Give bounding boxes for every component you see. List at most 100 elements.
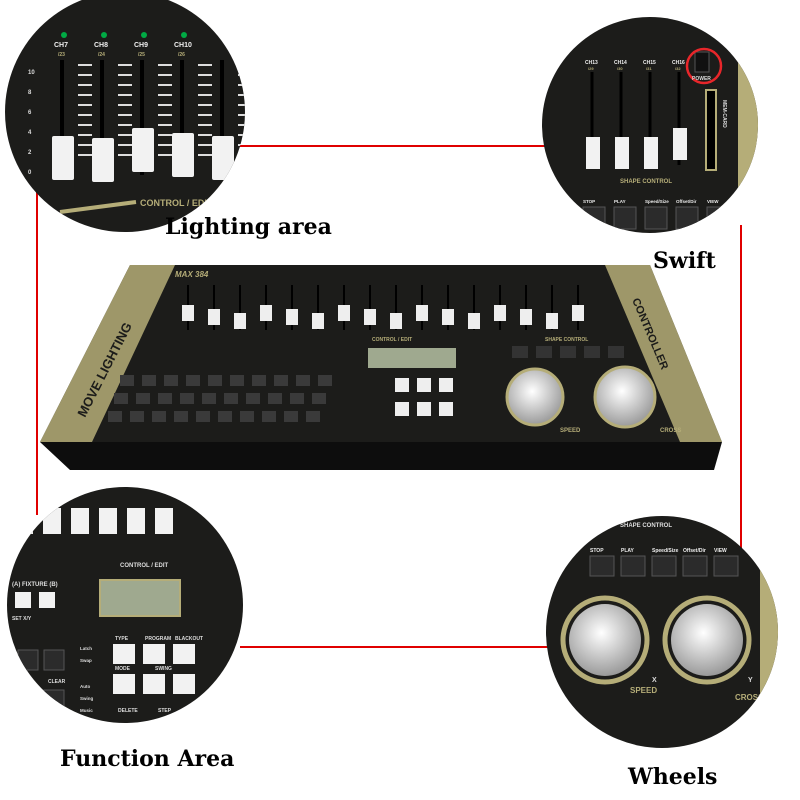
shape-button-1[interactable]: [613, 206, 637, 230]
function-button[interactable]: [143, 644, 165, 664]
console: MAX 384 MOVE LIGHTING CONTROLLER CONTROL…: [40, 265, 722, 470]
fader-knob[interactable]: [132, 128, 154, 172]
fader-knob[interactable]: [71, 508, 89, 534]
fader-knob[interactable]: [673, 128, 687, 160]
number-key[interactable]: [224, 393, 238, 404]
fader-knob[interactable]: [364, 309, 376, 325]
fader-knob[interactable]: [416, 305, 428, 321]
number-key[interactable]: [252, 375, 266, 386]
function-key[interactable]: [417, 378, 431, 392]
function-button[interactable]: [113, 644, 135, 664]
key[interactable]: [17, 649, 39, 671]
number-key[interactable]: [142, 375, 156, 386]
function-key[interactable]: [417, 402, 431, 416]
fader-knob[interactable]: [99, 508, 117, 534]
function-key[interactable]: [439, 378, 453, 392]
number-key[interactable]: [180, 393, 194, 404]
fader-knob[interactable]: [286, 309, 298, 325]
fader-knob[interactable]: [15, 508, 33, 534]
function-button[interactable]: [143, 674, 165, 694]
number-key[interactable]: [186, 375, 200, 386]
number-key[interactable]: [268, 393, 282, 404]
shape-button-3[interactable]: [682, 555, 708, 577]
number-key[interactable]: [240, 411, 254, 422]
key[interactable]: [43, 689, 65, 711]
fader-knob[interactable]: [182, 305, 194, 321]
fader-knob[interactable]: [494, 305, 506, 321]
shape-key[interactable]: [560, 346, 576, 358]
number-key[interactable]: [290, 393, 304, 404]
key[interactable]: [17, 689, 39, 711]
fader-knob[interactable]: [155, 508, 173, 534]
shape-button-1[interactable]: [620, 555, 646, 577]
number-key[interactable]: [108, 411, 122, 422]
number-key[interactable]: [120, 375, 134, 386]
number-key[interactable]: [158, 393, 172, 404]
speed-wheel[interactable]: [569, 604, 641, 676]
number-key[interactable]: [208, 375, 222, 386]
fader-knob[interactable]: [172, 133, 194, 177]
shape-key[interactable]: [608, 346, 624, 358]
fader-knob[interactable]: [52, 136, 74, 180]
channel-sublabel: /32: [675, 66, 681, 71]
fixture-key[interactable]: [39, 592, 55, 608]
number-key[interactable]: [164, 375, 178, 386]
fader-knob[interactable]: [644, 137, 658, 169]
fader-knob[interactable]: [586, 137, 600, 169]
fader-knob[interactable]: [92, 138, 114, 182]
number-key[interactable]: [114, 393, 128, 404]
shape-control-label: SHAPE CONTROL: [545, 337, 588, 343]
number-key[interactable]: [296, 375, 310, 386]
number-key[interactable]: [284, 411, 298, 422]
delete-label: DELETE: [118, 708, 138, 714]
shape-key[interactable]: [512, 346, 528, 358]
number-key[interactable]: [202, 393, 216, 404]
number-key[interactable]: [174, 411, 188, 422]
fader-knob[interactable]: [338, 305, 350, 321]
fixture-key[interactable]: [15, 592, 31, 608]
fader-knob[interactable]: [208, 309, 220, 325]
fader-knob[interactable]: [546, 313, 558, 329]
cross-wheel[interactable]: [671, 604, 743, 676]
fader-knob[interactable]: [468, 313, 480, 329]
shape-button-2[interactable]: [644, 206, 668, 230]
fader-knob[interactable]: [127, 508, 145, 534]
shape-key[interactable]: [536, 346, 552, 358]
function-button[interactable]: [113, 674, 135, 694]
fader-knob[interactable]: [442, 309, 454, 325]
number-key[interactable]: [246, 393, 260, 404]
fader-knob[interactable]: [260, 305, 272, 321]
fader-knob[interactable]: [43, 508, 61, 534]
shape-button-4[interactable]: [706, 206, 730, 230]
shape-button-4[interactable]: [713, 555, 739, 577]
number-key[interactable]: [130, 411, 144, 422]
function-button[interactable]: [173, 674, 195, 694]
shape-button-0[interactable]: [582, 206, 606, 230]
number-key[interactable]: [218, 411, 232, 422]
key[interactable]: [43, 649, 65, 671]
number-key[interactable]: [312, 393, 326, 404]
number-key[interactable]: [306, 411, 320, 422]
number-key[interactable]: [230, 375, 244, 386]
shape-button-3[interactable]: [675, 206, 699, 230]
fader-knob[interactable]: [572, 305, 584, 321]
function-key[interactable]: [395, 402, 409, 416]
fader-knob[interactable]: [390, 313, 402, 329]
fader-knob[interactable]: [615, 137, 629, 169]
shape-key[interactable]: [584, 346, 600, 358]
shape-button-0[interactable]: [589, 555, 615, 577]
shape-button-2[interactable]: [651, 555, 677, 577]
number-key[interactable]: [152, 411, 166, 422]
fader-knob[interactable]: [212, 136, 234, 180]
number-key[interactable]: [196, 411, 210, 422]
number-key[interactable]: [274, 375, 288, 386]
function-button[interactable]: [173, 644, 195, 664]
number-key[interactable]: [318, 375, 332, 386]
function-key[interactable]: [395, 378, 409, 392]
fader-knob[interactable]: [520, 309, 532, 325]
fader-knob[interactable]: [234, 313, 246, 329]
number-key[interactable]: [262, 411, 276, 422]
fader-knob[interactable]: [312, 313, 324, 329]
function-key[interactable]: [439, 402, 453, 416]
number-key[interactable]: [136, 393, 150, 404]
